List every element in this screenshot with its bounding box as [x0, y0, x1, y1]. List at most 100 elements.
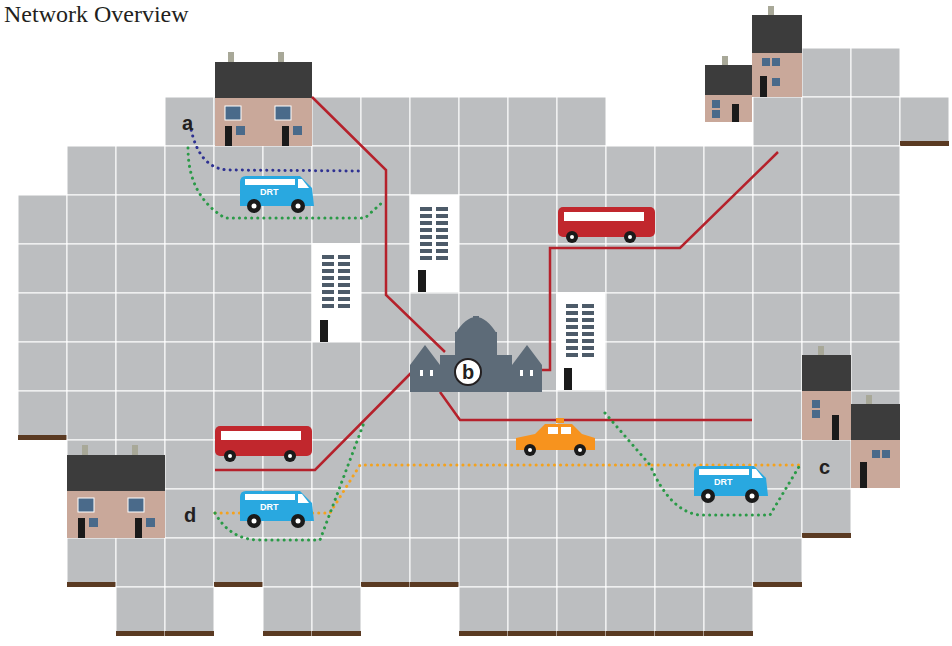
drt-vans [240, 176, 768, 528]
office-window [338, 262, 350, 266]
ground-tile [802, 48, 851, 97]
ground-tile [508, 195, 557, 244]
van-wheel-hub [252, 204, 257, 209]
office-window [582, 332, 594, 336]
ground-tile [116, 293, 165, 342]
ground-tile [753, 97, 802, 146]
ground-tile [900, 97, 949, 146]
ground-tile [508, 538, 557, 587]
office-door [564, 368, 572, 390]
ground-tile [165, 195, 214, 244]
ground-tile [312, 538, 361, 587]
ground-tile [851, 293, 900, 342]
ground-tile [263, 587, 312, 636]
ground-tile [606, 342, 655, 391]
ground-tile [557, 244, 606, 293]
ground-edge [312, 631, 361, 636]
ground-tile [704, 244, 753, 293]
ground-tile [851, 342, 900, 391]
ground-tile [165, 97, 214, 146]
van-window [298, 179, 309, 188]
ground-tile [165, 244, 214, 293]
office-window [420, 207, 432, 211]
place-letter: b [462, 362, 474, 382]
van-wheel-hub [750, 494, 755, 499]
ground-tile [606, 489, 655, 538]
van-wheel-hub [706, 494, 711, 499]
office-window [566, 318, 578, 322]
ground-edge [508, 631, 557, 636]
ground-tile [655, 391, 704, 440]
office-window [582, 318, 594, 322]
ground-tile [18, 195, 67, 244]
ground-tile [557, 391, 606, 440]
office-window [436, 221, 448, 225]
ground-tile [655, 587, 704, 636]
ground-edge [165, 631, 214, 636]
ground-tile [214, 195, 263, 244]
ground-tile [410, 97, 459, 146]
ground-tile [851, 48, 900, 97]
ground-edge [802, 533, 851, 538]
ground-tile [116, 244, 165, 293]
ground-edge [410, 582, 459, 587]
ground-tile [508, 97, 557, 146]
ground-tile [67, 195, 116, 244]
ground-tile [557, 146, 606, 195]
ground-tile [802, 489, 851, 538]
ground-edge [18, 435, 67, 440]
taxi [516, 418, 595, 456]
ground-tile [557, 97, 606, 146]
office-window [566, 332, 578, 336]
ground-tile [459, 538, 508, 587]
ground-tile [263, 293, 312, 342]
office-window [582, 346, 594, 350]
ground-tile [704, 293, 753, 342]
office-window [322, 269, 334, 273]
ground-tile [165, 538, 214, 587]
ground-tile [802, 195, 851, 244]
office-window [322, 290, 334, 294]
van-wheel [247, 199, 261, 213]
ground-tile [459, 244, 508, 293]
ground-tile [508, 146, 557, 195]
ground-tile [753, 489, 802, 538]
office-window [420, 256, 432, 260]
ground-tile [753, 293, 802, 342]
ground-tile [165, 146, 214, 195]
ground-edge [459, 631, 508, 636]
ground-tile [753, 244, 802, 293]
ground-tile [459, 146, 508, 195]
ground-tile [18, 342, 67, 391]
office-window [582, 304, 594, 308]
ground-tile [704, 391, 753, 440]
ground-tile [312, 195, 361, 244]
ground-tile [18, 244, 67, 293]
ground-tile [459, 195, 508, 244]
office-window [436, 228, 448, 232]
ground-edge [214, 582, 263, 587]
ground-tile [557, 538, 606, 587]
ground-tile [606, 587, 655, 636]
ground-edge [655, 631, 704, 636]
office-window [420, 242, 432, 246]
office-window [338, 304, 350, 308]
buses [215, 207, 655, 462]
ground-tile [606, 146, 655, 195]
place-letter: a [182, 113, 193, 133]
office-window [420, 214, 432, 218]
office-window [420, 221, 432, 225]
office-window [322, 276, 334, 280]
ground-edge [606, 631, 655, 636]
ground-tile [116, 391, 165, 440]
map-title: Network Overview [4, 2, 189, 26]
ground-tile [67, 146, 116, 195]
ground-tile [655, 146, 704, 195]
ground-tile [263, 244, 312, 293]
van-window [752, 469, 763, 478]
ground-tile [802, 391, 851, 440]
office-window [420, 228, 432, 232]
ground-edge [753, 582, 802, 587]
place-letter: c [819, 457, 830, 477]
ground-tile [312, 342, 361, 391]
